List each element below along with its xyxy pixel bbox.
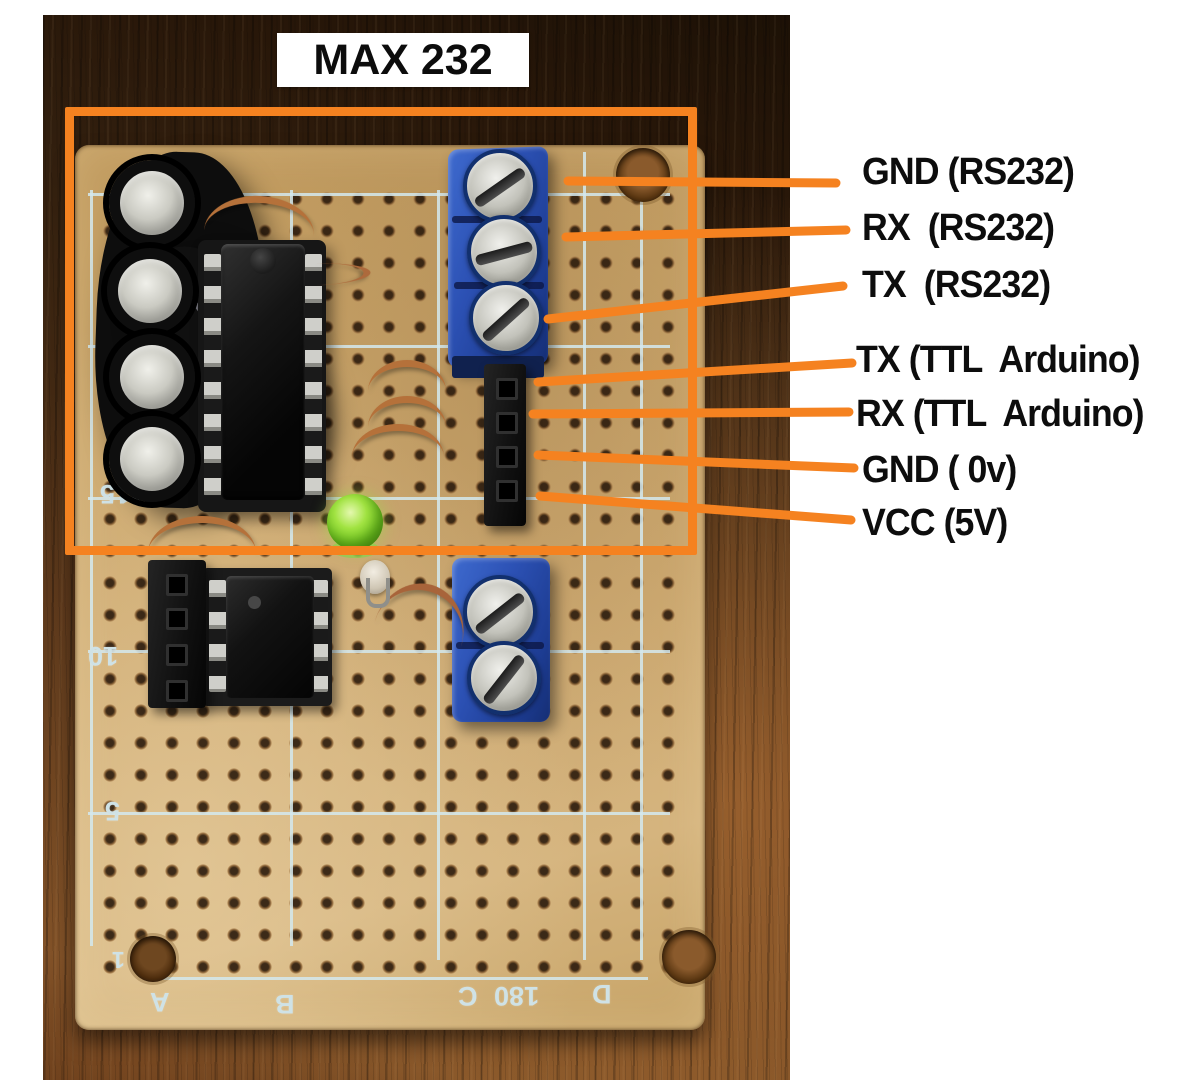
screw-slot xyxy=(473,591,527,636)
header-pin-tx xyxy=(496,378,518,400)
copper-jumper-wire xyxy=(148,516,256,553)
board-column-label: 180 xyxy=(494,981,540,1011)
grid-line xyxy=(88,345,670,348)
bead-wire-loop xyxy=(366,578,390,608)
grid-line xyxy=(640,152,643,960)
header-pin-gnd xyxy=(496,446,518,468)
grid-line xyxy=(88,650,670,653)
electrolytic-capacitor xyxy=(109,160,195,246)
board-row-label: 1 xyxy=(112,947,125,973)
grid-line xyxy=(90,190,93,946)
electrolytic-capacitor xyxy=(109,334,195,420)
label-tx-rs232: TX (RS232) xyxy=(862,264,1051,306)
copper-jumper-wire xyxy=(368,360,446,391)
board-row-label: 5 xyxy=(105,796,121,826)
ic-pins xyxy=(204,254,221,496)
grid-line xyxy=(88,812,670,815)
board-column-label: C xyxy=(458,981,478,1011)
header-pin-rx xyxy=(496,412,518,434)
header-pin xyxy=(166,608,188,630)
copper-jumper-wire xyxy=(368,396,446,427)
dip8-ic xyxy=(226,576,314,698)
label-gnd-0v: GND ( 0v) xyxy=(862,449,1017,491)
terminal-screw-tx xyxy=(469,281,543,355)
grid-line xyxy=(583,152,586,960)
board-column-label: D xyxy=(592,979,612,1009)
page-title: MAX 232 xyxy=(313,35,493,84)
label-gnd-rs232: GND (RS232) xyxy=(862,151,1075,193)
grid-line xyxy=(88,497,670,500)
label-rx-rs232: RX (RS232) xyxy=(862,207,1055,249)
header-pin xyxy=(166,644,188,666)
header-pin-vcc xyxy=(496,480,518,502)
screw-slot xyxy=(481,653,527,706)
mounting-hole xyxy=(662,930,716,984)
header-pin xyxy=(166,680,188,702)
terminal-screw xyxy=(463,575,537,649)
copper-jumper-wire xyxy=(352,424,444,457)
annotation-rectangle xyxy=(65,107,697,555)
electrolytic-capacitor xyxy=(109,416,195,502)
label-tx-ttl: TX (TTL Arduino) xyxy=(856,339,1141,381)
mounting-hole xyxy=(616,148,670,202)
terminal-screw xyxy=(467,641,541,715)
label-rx-ttl: RX (TTL Arduino) xyxy=(856,393,1145,435)
max232-ic xyxy=(221,244,305,500)
board-row-label: 10 xyxy=(88,641,119,671)
title-box: MAX 232 xyxy=(277,33,529,87)
grid-line xyxy=(150,977,648,980)
grid-line xyxy=(88,193,670,196)
ic-pins xyxy=(305,254,322,496)
board-column-label: A xyxy=(150,987,170,1017)
ic-pins xyxy=(209,580,226,692)
mounting-hole xyxy=(130,936,176,982)
header-pin xyxy=(166,574,188,596)
green-led xyxy=(327,494,383,550)
label-vcc-5v: VCC (5V) xyxy=(862,502,1008,544)
ceramic-bead xyxy=(360,560,390,594)
board-column-label: B xyxy=(275,989,295,1019)
electrolytic-capacitor xyxy=(107,248,193,334)
grid-line xyxy=(437,190,440,960)
ic-pins xyxy=(311,580,328,692)
